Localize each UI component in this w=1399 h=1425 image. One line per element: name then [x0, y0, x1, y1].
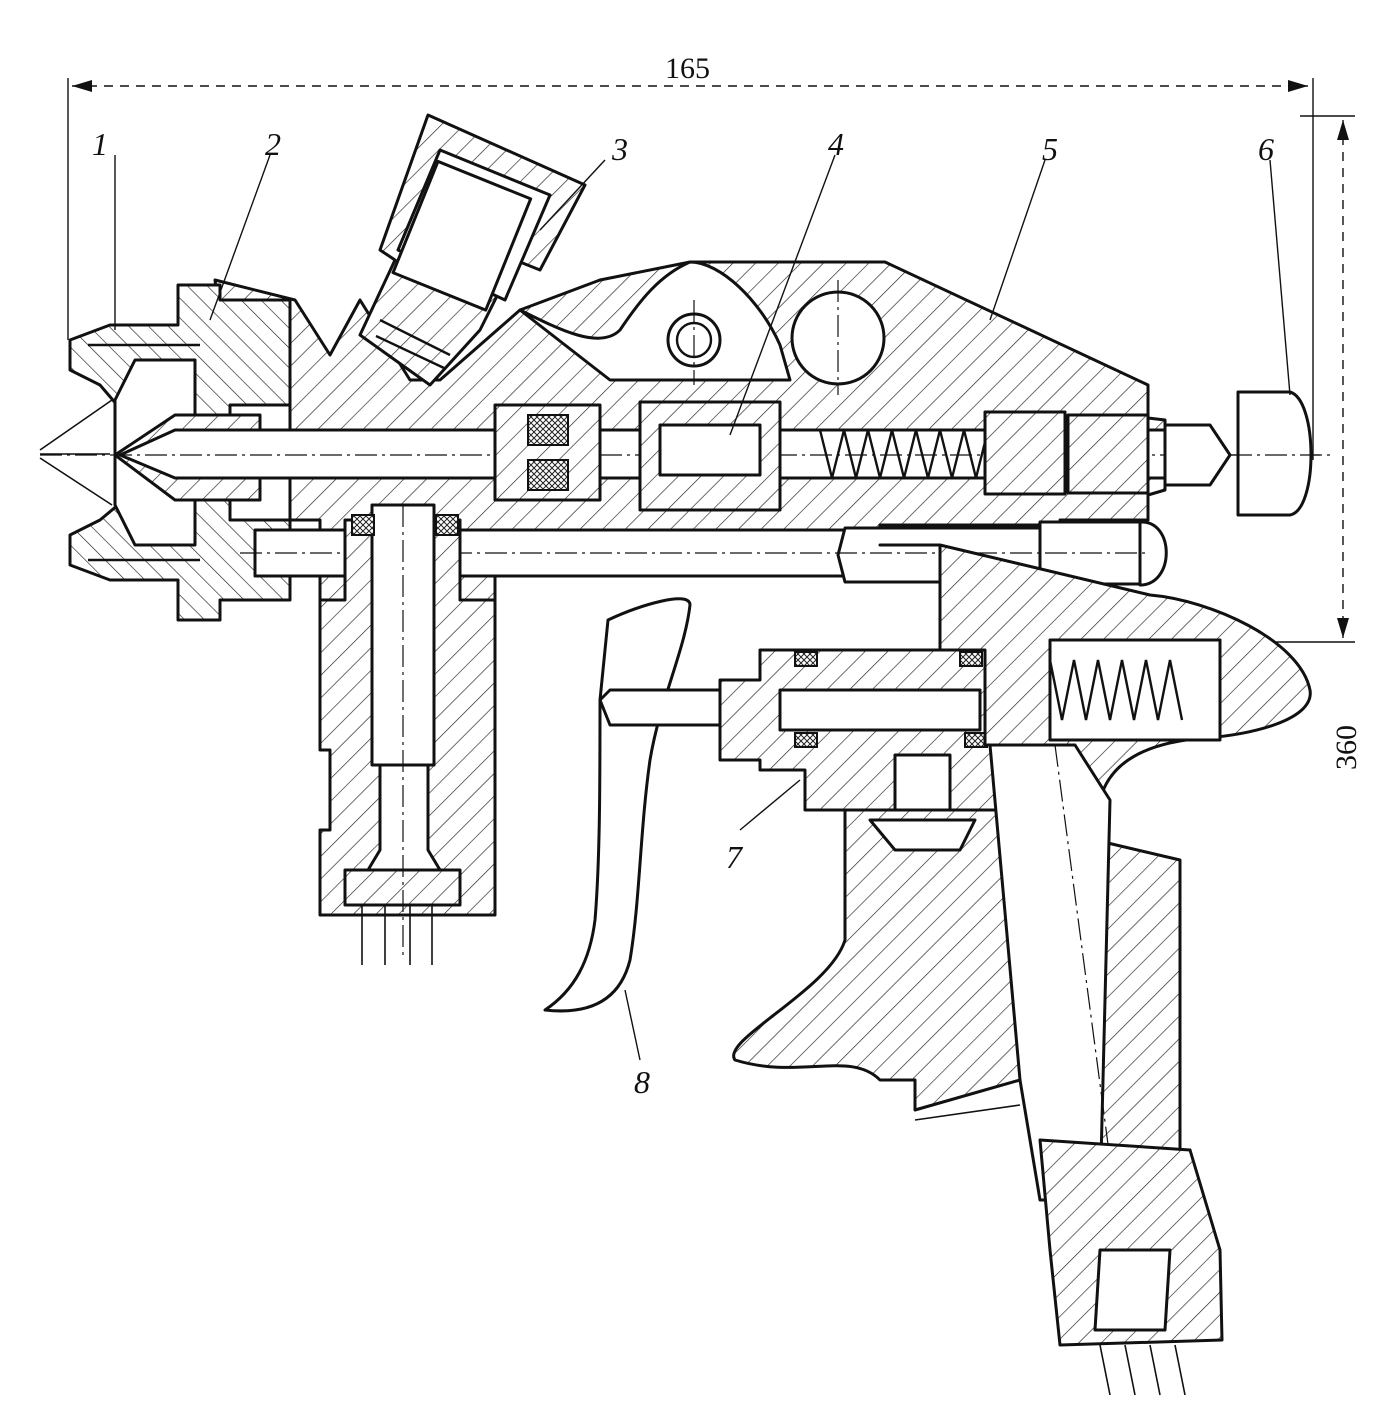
packing-gland	[493, 403, 602, 502]
callout-2: 2	[265, 126, 281, 162]
air-inlet-fitting	[1038, 1138, 1224, 1396]
paint-inlet-fitting	[318, 503, 497, 965]
callout-7: 7	[726, 839, 744, 875]
callout-3: 3	[611, 131, 628, 167]
callout-1: 1	[92, 126, 108, 162]
side-port-cap	[358, 113, 587, 387]
needle-spring-housing	[638, 400, 1150, 512]
callout-4: 4	[828, 126, 844, 162]
callout-8: 8	[634, 1064, 650, 1100]
callout-leaders	[114, 154, 1291, 1061]
air-valve-block	[718, 648, 1012, 812]
callout-5: 5	[1042, 131, 1058, 167]
callout-6: 6	[1258, 131, 1274, 167]
width-dimension-label: 165	[665, 52, 710, 85]
height-dimension: 360	[1200, 115, 1363, 770]
width-dimension: 1 6 5	[67, 52, 1314, 460]
callout-labels: 1 2 3 4 5 6 7 8	[92, 126, 1274, 1100]
adjusting-knob	[1163, 390, 1330, 517]
height-dimension-label: 360	[1330, 725, 1363, 770]
